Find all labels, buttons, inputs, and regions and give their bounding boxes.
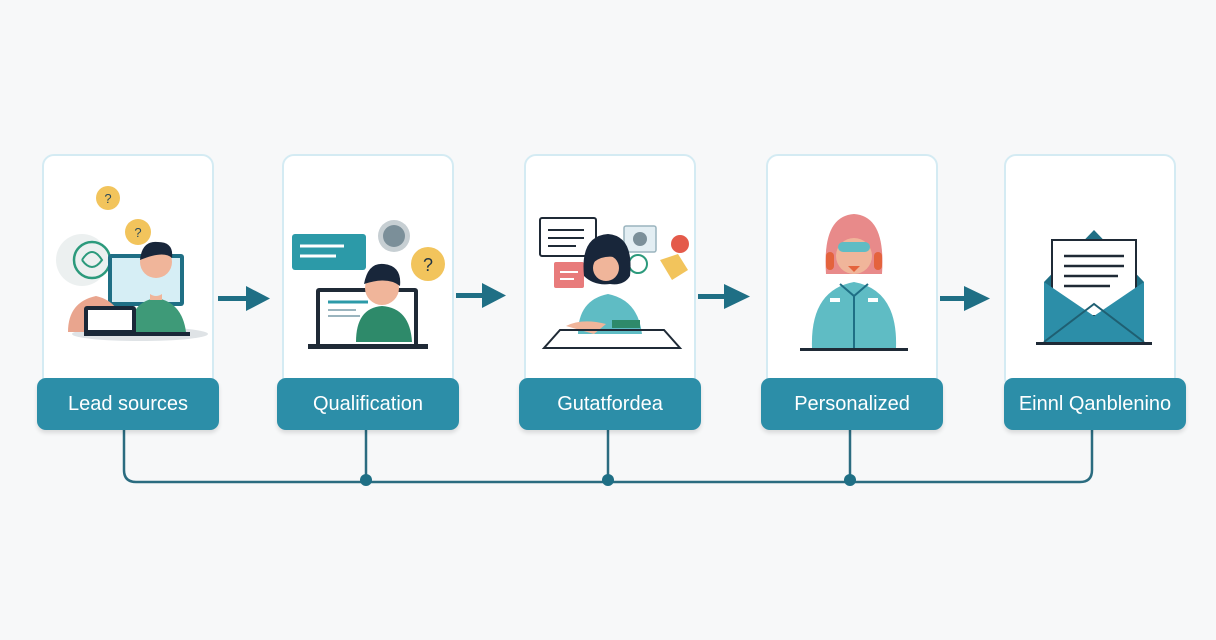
arrow-1	[218, 286, 270, 311]
svg-text:?: ?	[104, 191, 111, 206]
step-card-1: ? ?	[42, 154, 214, 390]
person-with-headphones-illustration	[800, 214, 908, 351]
step-label-personalized[interactable]: Personalized	[761, 378, 943, 430]
step-label-3[interactable]: Gutatfordea	[519, 378, 701, 430]
step-card-3	[524, 154, 696, 390]
step-label-lead-sources[interactable]: Lead sources	[37, 378, 219, 430]
svg-text:?: ?	[423, 255, 433, 275]
goggles-icon	[838, 242, 870, 252]
globe-icon	[628, 254, 648, 274]
arrow-3	[698, 284, 750, 309]
chat-message-icon	[554, 262, 584, 288]
arrow-2	[456, 283, 506, 308]
headphones-icon	[826, 252, 834, 270]
bus-node-4	[844, 474, 856, 486]
envelope-icon	[1036, 230, 1152, 345]
apple-icon	[671, 235, 689, 253]
arrow-4	[940, 286, 990, 311]
step-label-qualification[interactable]: Qualification	[277, 378, 459, 430]
question-bubble-icon	[125, 219, 151, 245]
step-card-2: ?	[282, 154, 454, 390]
bus-node-3	[602, 474, 614, 486]
question-bubble-icon	[411, 247, 445, 281]
woman-at-desk-illustration	[539, 217, 689, 349]
person-at-laptop-illustration: ? ?	[56, 186, 208, 341]
question-bubble-icon	[96, 186, 120, 210]
bus-node-2	[360, 474, 372, 486]
step-card-4	[766, 154, 938, 390]
person-at-computer-illustration: ?	[292, 220, 445, 349]
sticky-note-icon	[660, 254, 688, 280]
step-label-5[interactable]: Einnl Qanblenino	[1004, 378, 1186, 430]
chat-message-icon	[292, 234, 366, 270]
step-card-5	[1004, 154, 1176, 390]
svg-text:?: ?	[134, 225, 141, 240]
